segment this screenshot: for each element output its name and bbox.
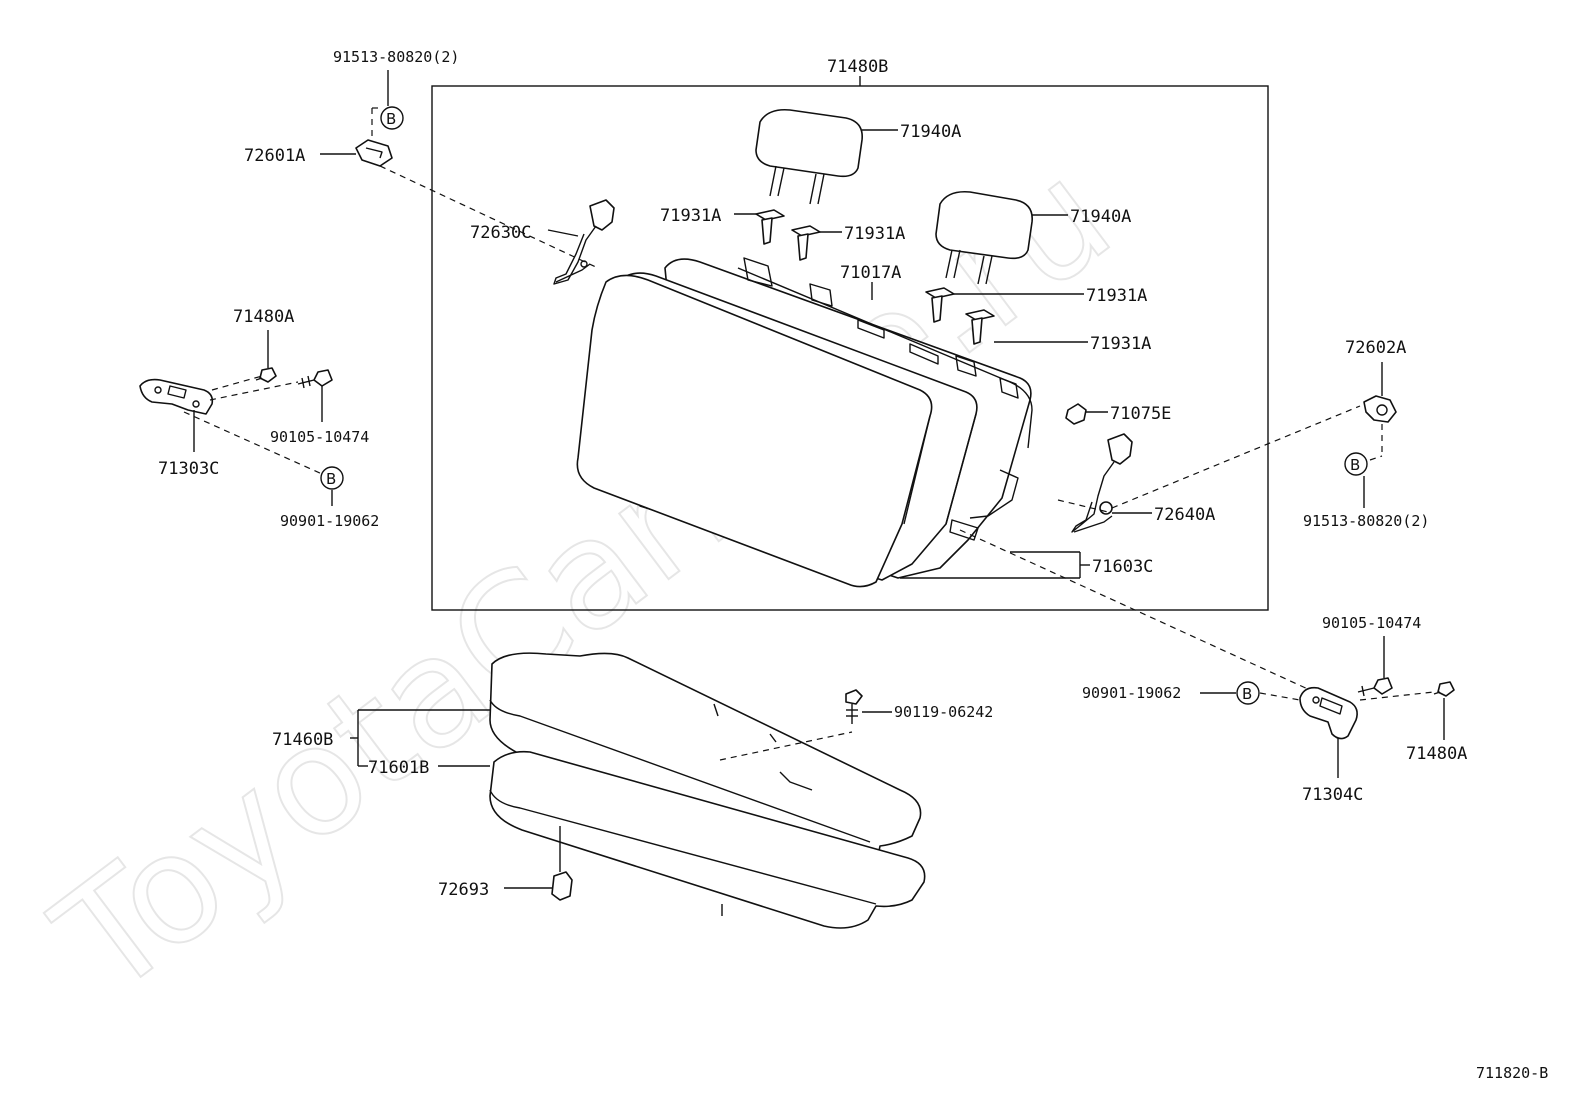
bracket-72602A [1363,395,1397,423]
label-72602A: 72602A [1345,338,1406,358]
clip-71075E [1065,403,1087,425]
label-71931A-3: 71931A [1086,286,1147,306]
screw-71480A-left [255,367,277,383]
seatback-lock-72630C [553,199,615,285]
circle-marker-b-lower-right: B [1236,681,1260,705]
headrest-support-2 [791,225,821,261]
label-90105-10474-right: 90105-10474 [1322,614,1421,632]
label-90901-19062-left: 90901-19062 [280,512,379,530]
label-72630C: 72630C [470,223,531,243]
label-90901-19062-right: 90901-19062 [1082,684,1181,702]
label-71931A-2: 71931A [844,224,905,244]
circle-marker-b-right-text: B [1350,456,1360,474]
headrest-support-4 [965,309,995,345]
figure-code: 711820-B [1476,1064,1548,1082]
label-71303C: 71303C [158,459,219,479]
headrest-left [755,108,863,205]
hinge-71303C [139,378,214,415]
headrest-support-3 [925,287,955,323]
hook-72693 [551,840,573,901]
label-71480A-left: 71480A [233,307,294,327]
label-71931A-1: 71931A [660,206,721,226]
bolt-90105-left [297,369,333,389]
label-91513-80820-right: 91513-80820(2) [1303,512,1429,530]
label-71931A-4: 71931A [1090,334,1151,354]
label-72640A: 72640A [1154,505,1215,525]
label-71460B: 71460B [272,730,333,750]
screw-71480A-right [1433,681,1455,697]
bolt-90105-right [1357,677,1393,697]
circle-marker-b-left-text: B [326,470,336,488]
headrest-right [935,190,1033,285]
bracket-72601A [355,139,393,167]
seat-cushion-lower [489,750,926,929]
label-90105-10474-left: 90105-10474 [270,428,369,446]
label-71304C: 71304C [1302,785,1363,805]
circle-marker-b-right: B [1344,452,1368,476]
label-90119-06242: 90119-06242 [894,703,993,721]
seatback-cushion [576,258,1032,588]
circle-marker-b-top: B [380,106,404,130]
headrest-support-1 [755,209,785,245]
circle-marker-b-left: B [320,466,344,490]
seatback-assembly-frame [431,85,1269,611]
label-71940A-2: 71940A [1070,207,1131,227]
label-71603C: 71603C [1092,557,1153,577]
label-71601B: 71601B [368,758,429,778]
circle-marker-b-top-text: B [386,110,396,128]
watermark-text: ToyotaCarLine.ru [26,129,1141,1030]
circle-marker-b-lower-right-text: B [1242,685,1252,703]
seatback-frame [737,257,1033,541]
label-72693: 72693 [438,880,489,900]
label-72601A: 72601A [244,146,305,166]
hinge-71304C [1299,686,1358,740]
seatback-lock-72640A [1071,433,1133,533]
label-71075E: 71075E [1110,404,1171,424]
label-71940A-1: 71940A [900,122,961,142]
label-71017A: 71017A [840,263,901,283]
label-71480A-right: 71480A [1406,744,1467,764]
label-91513-80820-top: 91513-80820(2) [333,48,459,66]
watermark: ToyotaCarLine.ru [25,128,1142,1031]
label-71480B: 71480B [827,57,888,77]
bolt-90119-06242 [845,689,863,724]
